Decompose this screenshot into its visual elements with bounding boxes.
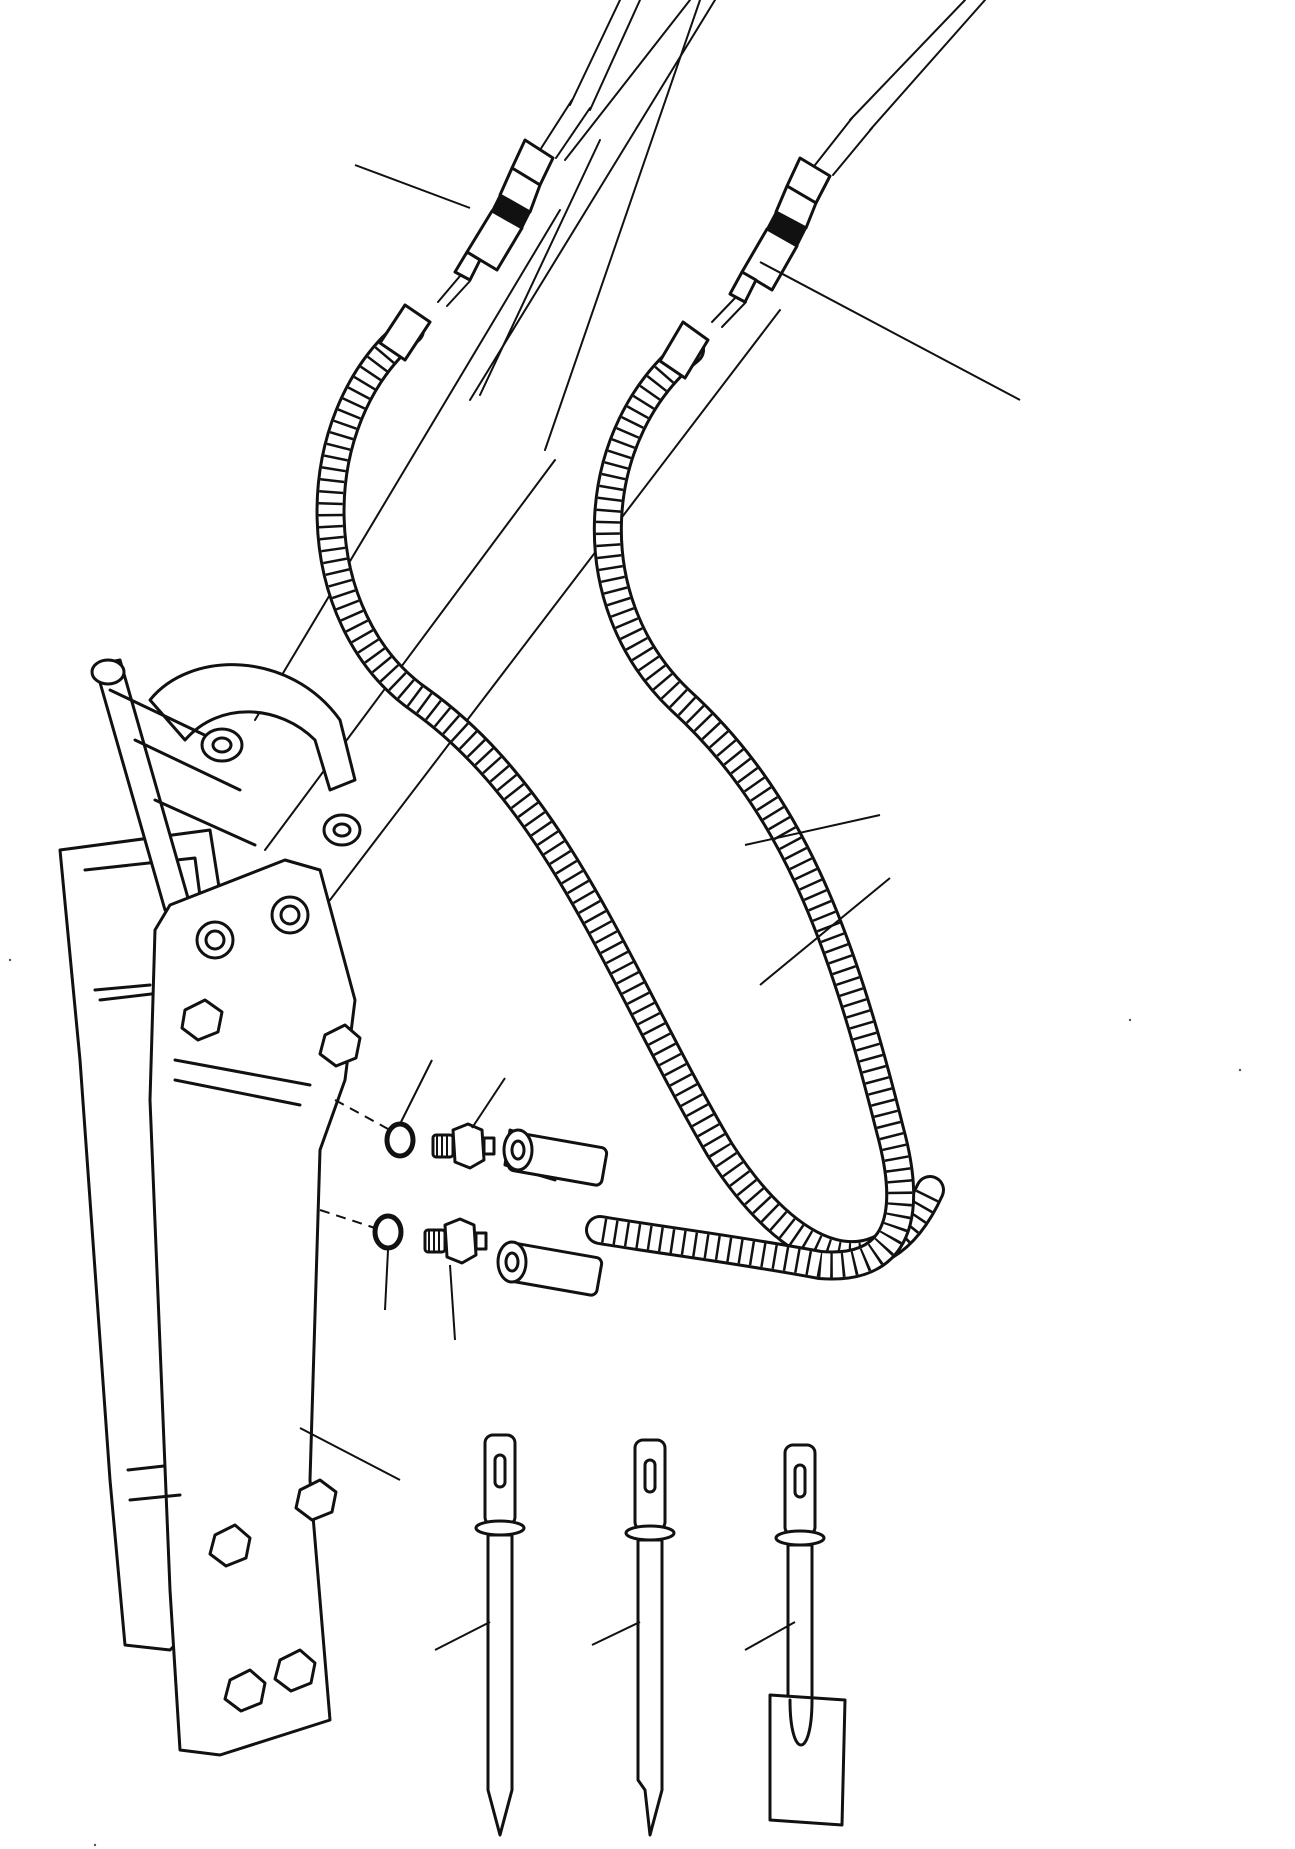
hose-socket-upper xyxy=(502,1128,609,1187)
boom-pipe-lines xyxy=(254,0,986,901)
alignment-line-lower xyxy=(319,1209,376,1229)
o-ring-lower xyxy=(372,1213,404,1251)
moil-point-chisel xyxy=(474,1433,526,1837)
adapter-lower xyxy=(423,1217,488,1265)
hose-socket-lower xyxy=(496,1240,604,1297)
wedge-chisel xyxy=(624,1438,676,1837)
o-ring-upper xyxy=(384,1121,416,1159)
quick-coupler-right xyxy=(711,117,873,328)
alignment-line-upper xyxy=(334,1099,391,1131)
spade-chisel xyxy=(768,1443,847,1827)
leader-lines xyxy=(299,164,1021,1651)
adapter-upper xyxy=(431,1122,496,1170)
hydraulic-breaker xyxy=(58,658,362,1757)
quick-coupler-left xyxy=(437,99,591,307)
scan-marks xyxy=(8,958,1242,1847)
hose-rear xyxy=(585,320,916,1281)
